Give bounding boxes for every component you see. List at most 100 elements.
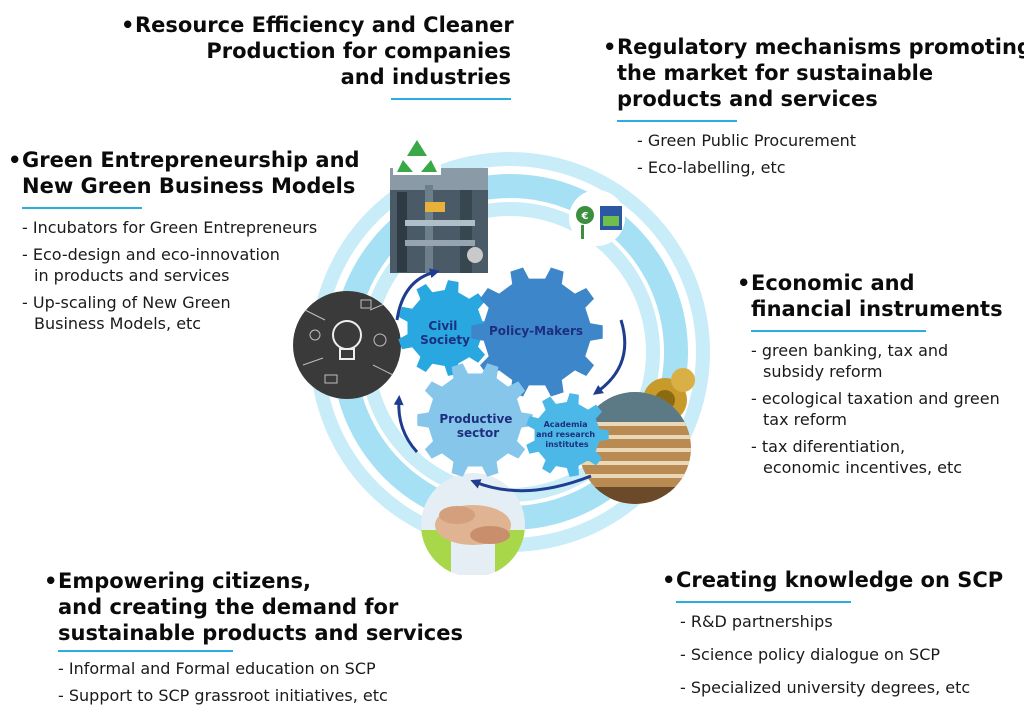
section-resource-efficiency: • Resource Efficiency and Cleaner Produc… <box>121 12 514 100</box>
bullet: • <box>737 271 751 295</box>
heading-line: the market for sustainable <box>617 61 934 85</box>
section-underline <box>676 601 851 603</box>
section-underline <box>22 207 142 209</box>
heading-line: and creating the demand for <box>58 595 399 619</box>
heading-line: Empowering citizens, <box>58 569 311 593</box>
gear-label-line: Society <box>420 333 470 347</box>
list-item: - Eco-labelling, etc <box>637 157 1017 178</box>
heading-line: Production for companies <box>206 39 511 63</box>
section-economic: • Economic and financial instruments - g… <box>737 270 1021 484</box>
heading-line: Economic and <box>751 271 915 295</box>
gear-label-policy-makers: Policy-Makers <box>489 324 583 338</box>
section-underline <box>58 650 233 652</box>
item-text: - green banking, tax and <box>751 341 949 360</box>
section-empowering: • Empowering citizens, and creating the … <box>44 568 478 712</box>
gear-shape <box>398 280 493 376</box>
hands-photo-icon <box>421 473 525 575</box>
section-heading: • Green Entrepreneurship and New Green B… <box>8 147 360 199</box>
gear-label-line: and research <box>536 430 595 439</box>
item-text: - Specialized university degrees, etc <box>680 678 971 697</box>
scp-gear-diagram: € <box>293 135 710 575</box>
cycle-arrow-left <box>393 395 419 454</box>
gear-academia <box>526 393 609 477</box>
gear-shape <box>417 363 533 477</box>
heading-line: and industries <box>340 65 511 89</box>
item-list: - R&D partnerships - Science policy dial… <box>676 611 1016 698</box>
item-text: - Green Public Procurement <box>637 131 857 150</box>
gear-shape <box>471 267 603 397</box>
section-green-entrepreneurship: • Green Entrepreneurship and New Green B… <box>8 147 360 340</box>
cycle-arrow-top <box>395 268 440 321</box>
factory-photo-icon <box>390 168 488 273</box>
section-underline <box>751 330 926 332</box>
list-item: - ecological taxation and green tax refor… <box>751 388 1021 430</box>
list-item: - Science policy dialogue on SCP <box>680 644 1016 665</box>
heading-line: Creating knowledge on SCP <box>676 568 1004 592</box>
bullet: • <box>8 148 22 172</box>
item-text: tax reform <box>763 410 848 429</box>
item-text: - Eco-labelling, etc <box>637 158 786 177</box>
list-item: - Specialized university degrees, etc <box>680 677 1016 698</box>
item-text: Business Models, etc <box>34 314 202 333</box>
bullet: • <box>44 569 58 593</box>
eco-label-icon: € <box>569 190 625 246</box>
bullet: • <box>662 568 676 592</box>
gear-civil-society <box>398 280 493 376</box>
section-regulatory: • Regulatory mechanisms promoting the ma… <box>603 34 1024 184</box>
section-heading: • Regulatory mechanisms promoting the ma… <box>603 34 1024 112</box>
item-text: in products and services <box>34 266 230 285</box>
list-item: - Informal and Formal education on SCP <box>58 658 478 679</box>
item-text: - R&D partnerships <box>680 612 833 631</box>
item-text: - tax diferentiation, <box>751 437 906 456</box>
gear-label-civil-society: Civil Society <box>420 319 470 347</box>
item-text: - Incubators for Green Entrepreneurs <box>22 218 318 237</box>
item-text: - Eco-design and eco-innovation <box>22 245 280 264</box>
section-heading: • Creating knowledge on SCP <box>662 567 1016 593</box>
section-underline <box>391 98 511 100</box>
item-list: - Incubators for Green Entrepreneurs - E… <box>22 217 352 334</box>
item-list: - Informal and Formal education on SCP -… <box>58 658 478 706</box>
list-item: - Incubators for Green Entrepreneurs <box>22 217 352 238</box>
item-text: economic incentives, etc <box>763 458 963 477</box>
gear-label-productive-sector: Productive sector <box>439 412 516 440</box>
gear-label-line: Civil <box>428 319 457 333</box>
item-text: - Support to SCP grassroot initiatives, … <box>58 686 388 705</box>
gear-label-line: Productive <box>439 412 512 426</box>
heading-line: Green Entrepreneurship and <box>22 148 360 172</box>
heading-line: sustainable products and services <box>58 621 463 645</box>
section-heading: • Resource Efficiency and Cleaner Produc… <box>121 12 514 90</box>
recycle-icon <box>393 135 441 175</box>
list-item: - R&D partnerships <box>680 611 1016 632</box>
item-text: - Science policy dialogue on SCP <box>680 645 941 664</box>
list-item: - tax diferentiation, economic incentives… <box>751 436 1021 478</box>
section-heading: • Economic and financial instruments <box>737 270 1021 322</box>
bullet: • <box>603 35 617 59</box>
gear-label-academia: Academia and research institutes <box>536 420 598 449</box>
list-item: - Eco-design and eco-innovation in produc… <box>22 244 352 286</box>
item-text: - ecological taxation and green <box>751 389 1000 408</box>
heading-line: New Green Business Models <box>22 174 356 198</box>
gear-productive-sector <box>417 363 533 477</box>
gear-label-line: Academia <box>544 420 588 429</box>
section-underline <box>617 120 737 122</box>
item-text: - Up-scaling of New Green <box>22 293 231 312</box>
svg-text:€: € <box>581 211 589 222</box>
bullet: • <box>121 13 135 37</box>
section-knowledge: • Creating knowledge on SCP - R&D partne… <box>662 567 1016 704</box>
item-list: - Green Public Procurement - Eco-labelli… <box>617 130 1017 178</box>
list-item: - Support to SCP grassroot initiatives, … <box>58 685 478 706</box>
section-heading: • Empowering citizens, and creating the … <box>44 568 478 646</box>
item-text: - Informal and Formal education on SCP <box>58 659 376 678</box>
gear-label-line: Policy-Makers <box>489 324 583 338</box>
gear-label-line: institutes <box>545 440 589 449</box>
cycle-arrow-bottom <box>470 474 592 493</box>
list-item: - Green Public Procurement <box>637 130 1017 151</box>
heading-line: Resource Efficiency and Cleaner <box>135 13 514 37</box>
gear-shape <box>526 393 609 477</box>
gear-label-line: sector <box>457 426 499 440</box>
heading-line: financial instruments <box>751 297 1003 321</box>
heading-line: Regulatory mechanisms promoting <box>617 35 1024 59</box>
